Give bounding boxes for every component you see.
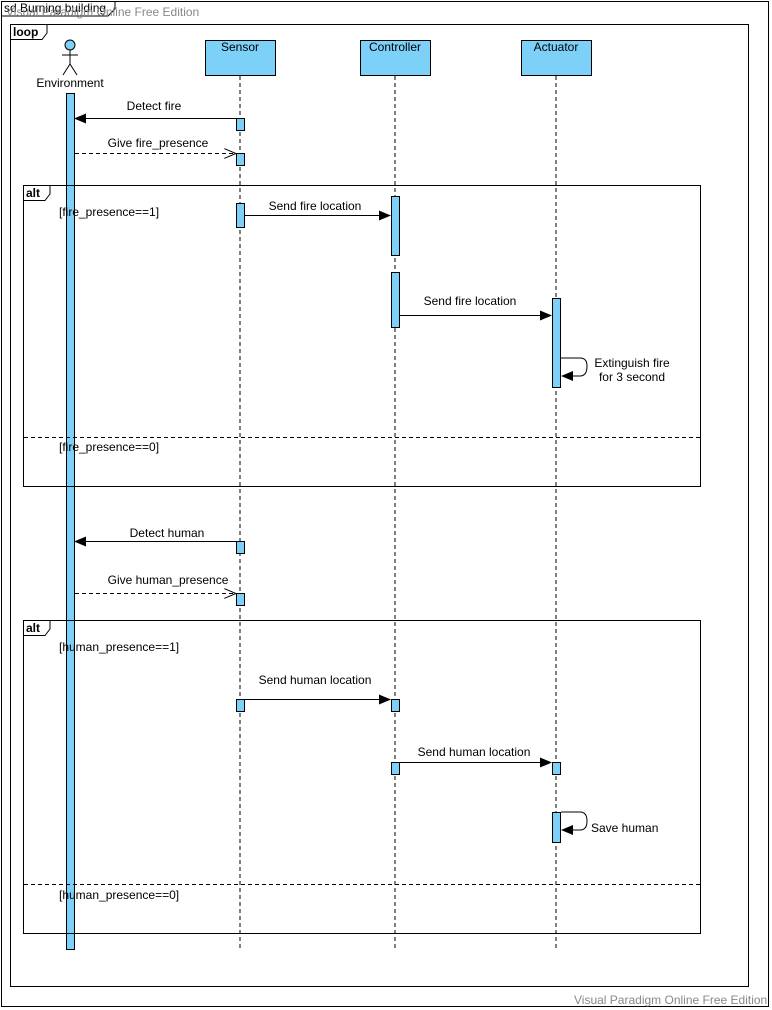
alt-human-label: alt — [26, 621, 40, 635]
alt-human-guard-false: [human_presence==0] — [59, 888, 179, 902]
actuator-activation-receive-human — [552, 762, 561, 775]
controller-activation-2 — [391, 272, 400, 328]
sensor-activation-detect-fire — [236, 118, 245, 131]
msg-extinguish-label-line1: Extinguish fire — [594, 356, 670, 370]
actuator-activation-save-human — [552, 812, 561, 843]
msg-send-fire-location-2-label: Send fire location — [424, 294, 517, 308]
alt-human-tab — [23, 620, 51, 636]
sd-frame-title: sd Burning building — [4, 1, 106, 15]
alt-fire-tab — [23, 185, 51, 201]
alt-fragment-fire — [23, 185, 701, 487]
sensor-activation-detect-human — [236, 541, 245, 554]
alt-human-guard-true: [human_presence==1] — [59, 640, 179, 654]
msg-extinguish-self-arrow — [561, 357, 588, 381]
sd-frame-tab — [1, 1, 116, 17]
watermark-bottom: Visual Paradigm Online Free Edition — [574, 993, 767, 1007]
msg-save-human-self-arrow — [561, 811, 588, 835]
msg-detect-fire-label: Detect fire — [127, 99, 182, 113]
watermark-top: Visual Paradigm Online Free Edition — [6, 5, 199, 19]
msg-send-fire-location-1-label: Send fire location — [269, 199, 362, 213]
lifeline-actuator-label: Actuator — [534, 40, 579, 54]
lifeline-environment-label: Environment — [36, 76, 104, 90]
lifeline-controller-label: Controller — [369, 40, 421, 54]
msg-save-human-label: Save human — [591, 821, 658, 835]
environment-activation — [66, 93, 75, 950]
sensor-activation-send-fire — [236, 203, 245, 228]
loop-tab — [10, 24, 48, 40]
loop-label: loop — [13, 25, 38, 39]
controller-activation-3 — [391, 699, 400, 712]
msg-give-fire-presence-label: Give fire_presence — [108, 136, 209, 150]
lifeline-actuator-head — [521, 40, 592, 76]
alt-fire-guard-false: [fire_presence==0] — [59, 440, 159, 454]
controller-activation-1 — [391, 196, 400, 256]
sensor-activation-send-human — [236, 699, 245, 712]
lifeline-controller-head — [360, 40, 431, 76]
alt-fragment-human — [23, 620, 701, 934]
alt-fire-label: alt — [26, 186, 40, 200]
msg-detect-human-label: Detect human — [130, 526, 205, 540]
msg-send-human-location-2-label: Send human location — [418, 745, 531, 759]
lifeline-sensor-label: Sensor — [221, 40, 259, 54]
msg-send-human-location-1-label: Send human location — [259, 673, 372, 687]
sensor-activation-fire-presence — [236, 153, 245, 166]
lifeline-sensor-head — [205, 40, 276, 76]
controller-activation-4 — [391, 762, 400, 775]
loop-fragment — [10, 24, 749, 987]
environment-actor-icon — [62, 39, 78, 76]
msg-give-human-presence-label: Give human_presence — [108, 573, 229, 587]
alt-fire-guard-true: [fire_presence==1] — [59, 205, 159, 219]
actuator-activation-extinguish — [552, 298, 561, 388]
sensor-activation-human-presence — [236, 593, 245, 606]
msg-extinguish-label-line2: for 3 second — [599, 370, 665, 384]
